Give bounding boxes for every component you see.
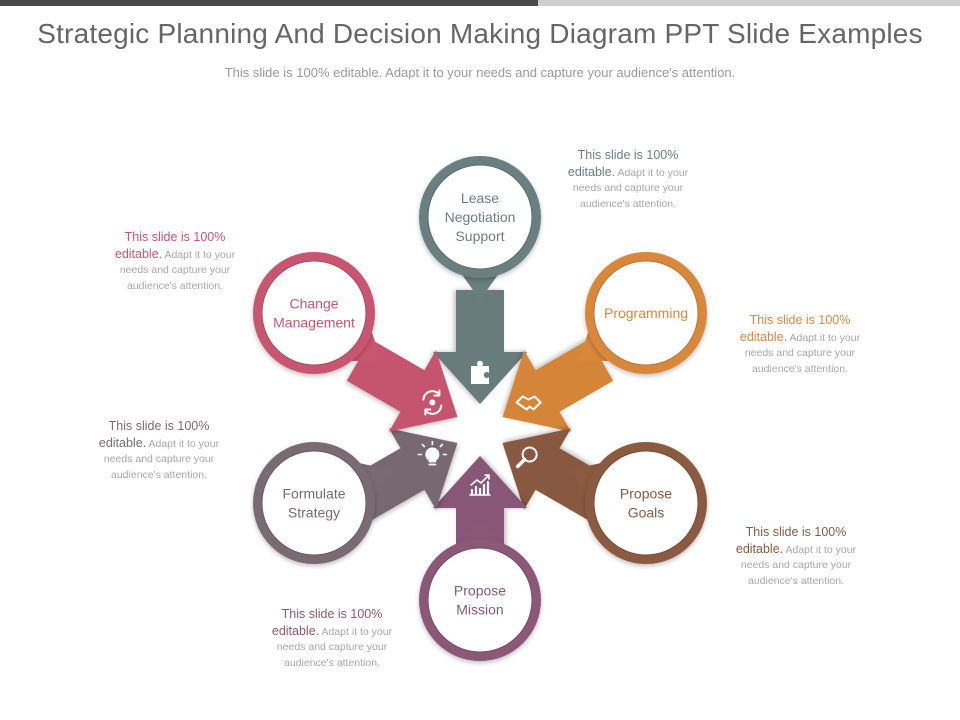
arrow-programming [502,339,614,432]
note-lease: This slide is 100% editable. Adapt it to… [553,148,703,212]
note-lease-head: This slide is 100% editable. [567,148,679,179]
top-bar-dark [0,0,538,6]
node-mission-label-line: Mission [456,602,503,618]
note-lease-body: Adapt it to your needs and capture your … [572,166,689,210]
node-goals-label-line: Goals [628,505,665,521]
node-strategy-label-line: Strategy [288,505,340,521]
node-strategy-label-line: Formulate [282,486,345,502]
note-change-body: Adapt it to your needs and capture your … [119,248,236,292]
growth-chart-icon [469,474,491,496]
handshake-icon [515,395,542,411]
note-mission-body: Adapt it to your needs and capture your … [276,625,393,669]
note-mission: This slide is 100% editable. Adapt it to… [257,607,407,671]
note-programming-body: Adapt it to your needs and capture your … [744,331,861,375]
node-programming: Programming [578,252,707,374]
node-change-label-line: Change [289,296,338,312]
node-programming-label-line: Programming [604,305,688,321]
arrow-lease [433,290,527,404]
slide-title: Strategic Planning And Decision Making D… [37,18,923,49]
note-change-head: This slide is 100% editable. [114,230,226,261]
note-programming-head: This slide is 100% editable. [739,313,851,344]
note-strategy-head: This slide is 100% editable. [98,419,210,450]
top-bar-light [538,0,960,6]
node-change-label-line: Management [273,315,355,331]
lightbulb-icon [417,440,448,466]
note-strategy: This slide is 100% editable. Adapt it to… [84,419,234,483]
note-goals: This slide is 100% editable. Adapt it to… [721,525,871,589]
note-programming: This slide is 100% editable. Adapt it to… [725,313,875,377]
puzzle-icon [471,360,489,384]
node-goals-label-line: Propose [620,486,672,502]
node-mission-label-line: Propose [454,583,506,599]
node-lease-label-line: Support [455,228,504,244]
note-strategy-body: Adapt it to your needs and capture your … [103,437,220,481]
note-change: This slide is 100% editable. Adapt it to… [100,230,250,294]
arrow-mission [433,456,527,570]
node-lease-label-line: Negotiation [445,209,516,225]
slide-subtitle: This slide is 100% editable. Adapt it to… [224,65,736,80]
magnifier-icon [515,446,538,469]
note-goals-head: This slide is 100% editable. [735,525,847,556]
note-mission-head: This slide is 100% editable. [271,607,383,638]
node-lease-label-line: Lease [461,190,499,206]
gear-cycle-icon [422,389,443,416]
note-goals-body: Adapt it to your needs and capture your … [740,543,857,587]
